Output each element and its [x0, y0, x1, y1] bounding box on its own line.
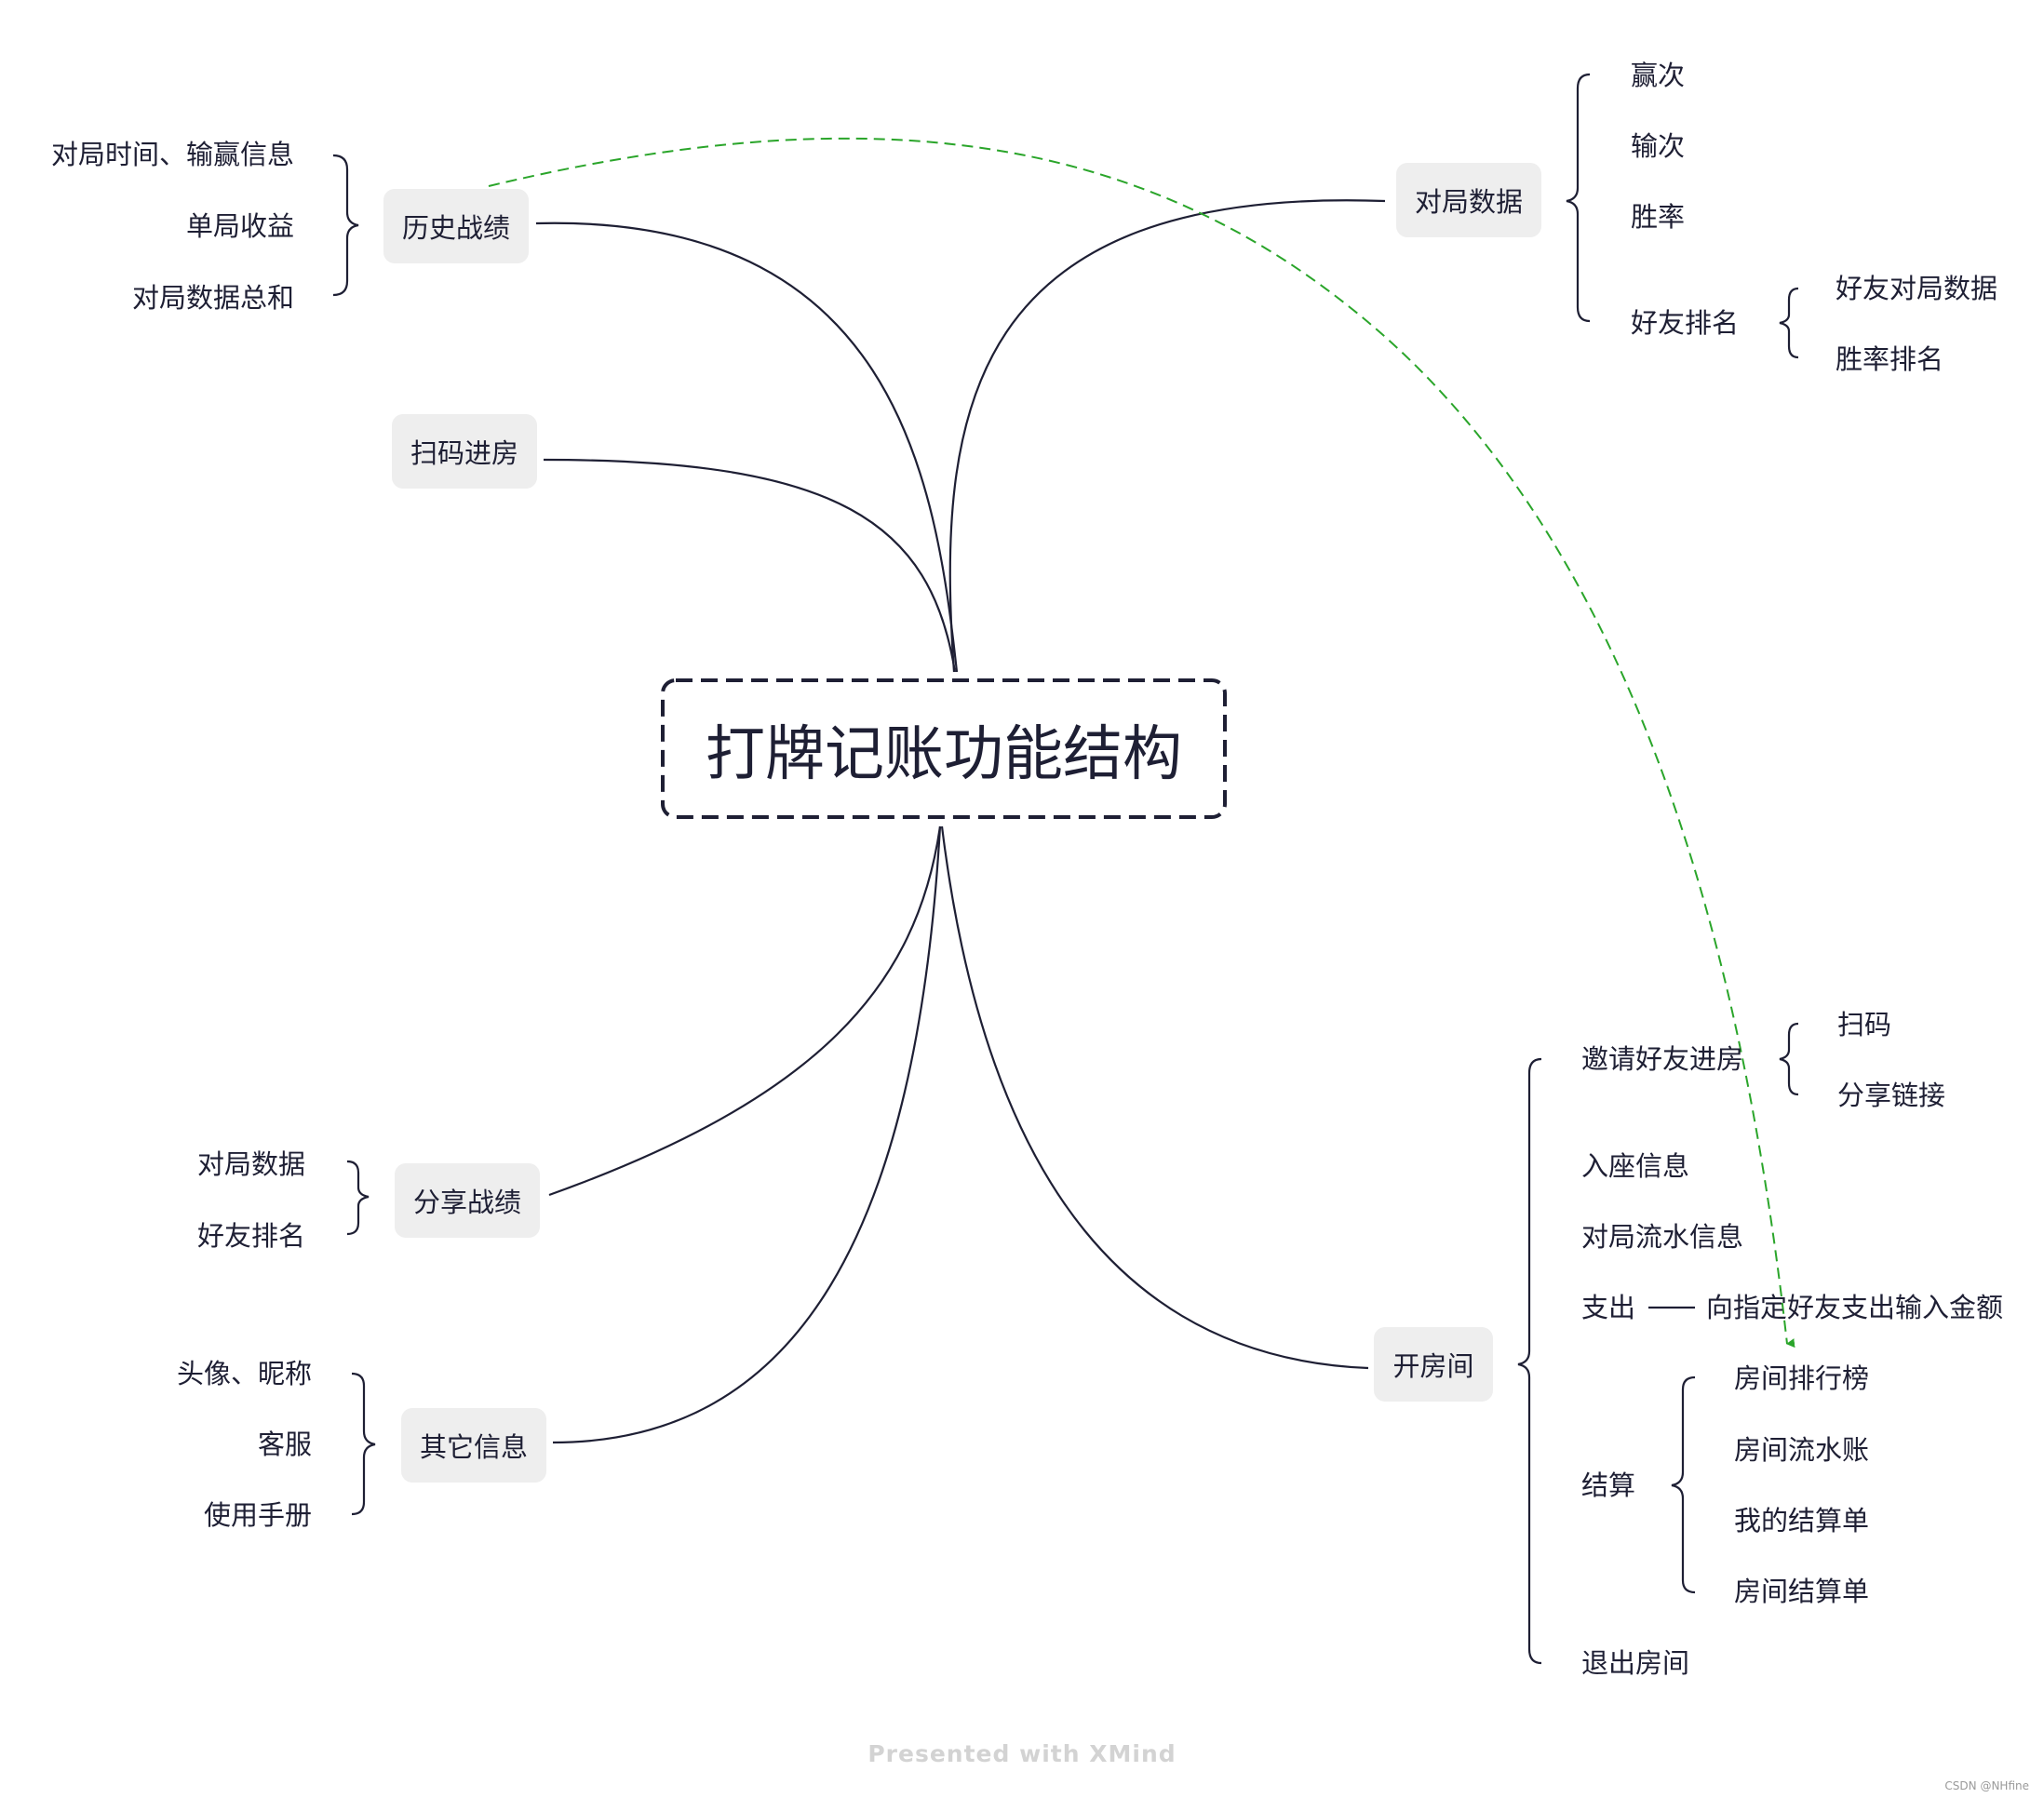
leaf-match-flow[interactable]: 对局流水信息	[1581, 1221, 1744, 1253]
leaf-other-1[interactable]: 头像、昵称	[176, 1358, 312, 1389]
central-topic[interactable]: 打牌记账功能结构	[706, 719, 1182, 789]
connector-open-room	[940, 825, 1369, 1370]
bracket-friend-rank	[1779, 287, 1799, 359]
connector-other	[552, 825, 942, 1444]
leaf-invite-share-link[interactable]: 分享链接	[1837, 1080, 1946, 1111]
leaf-settle[interactable]: 结算	[1581, 1469, 1636, 1501]
connector-history	[535, 221, 959, 673]
leaf-settle-mine[interactable]: 我的结算单	[1734, 1505, 1870, 1536]
bracket-other	[351, 1372, 376, 1516]
leaf-settle-rank[interactable]: 房间排行榜	[1734, 1362, 1870, 1394]
leaf-share-1[interactable]: 对局数据	[196, 1148, 305, 1180]
topic-scan-room[interactable]: 扫码进房	[392, 414, 537, 489]
leaf-rate-rank[interactable]: 胜率排名	[1836, 343, 1944, 375]
bracket-invite	[1779, 1022, 1799, 1096]
leaf-expense-input[interactable]: 向指定好友支出输入金额	[1706, 1292, 2004, 1323]
leaf-settle-flow[interactable]: 房间流水账	[1734, 1434, 1870, 1466]
leaf-history-1[interactable]: 对局时间、输赢信息	[50, 139, 294, 170]
bracket-open-room	[1517, 1057, 1542, 1665]
leaf-exit-room[interactable]: 退出房间	[1581, 1647, 1690, 1679]
leaf-other-2[interactable]: 客服	[257, 1429, 312, 1460]
leaf-match-friend-rank[interactable]: 好友排名	[1631, 307, 1740, 339]
leaf-match-lose[interactable]: 输次	[1631, 130, 1686, 162]
connector-share	[548, 825, 942, 1197]
relation-arrow	[488, 137, 1795, 1348]
leaf-history-2[interactable]: 单局收益	[185, 210, 294, 242]
central-topic-border	[661, 678, 1227, 819]
leaf-other-3[interactable]: 使用手册	[203, 1499, 312, 1531]
leaf-seat-info[interactable]: 入座信息	[1581, 1150, 1690, 1182]
bracket-history	[332, 154, 359, 297]
leaf-share-2[interactable]: 好友排名	[196, 1220, 305, 1252]
leaf-settle-room[interactable]: 房间结算单	[1734, 1576, 1870, 1607]
connector-match-data	[948, 199, 1386, 673]
topic-match-data[interactable]: 对局数据	[1396, 163, 1541, 237]
leaf-history-3[interactable]: 对局数据总和	[131, 282, 294, 314]
topic-share[interactable]: 分享战绩	[395, 1163, 540, 1238]
bracket-settle	[1671, 1375, 1696, 1594]
leaf-invite-friends[interactable]: 邀请好友进房	[1581, 1043, 1744, 1075]
watermark: CSDN @NHfine	[1944, 1779, 2029, 1792]
leaf-match-rate[interactable]: 胜率	[1631, 201, 1686, 233]
leaf-expense[interactable]: 支出	[1581, 1292, 1636, 1323]
leaf-friend-match-data[interactable]: 好友对局数据	[1836, 273, 1998, 304]
leaf-match-win[interactable]: 赢次	[1631, 60, 1686, 91]
bracket-match-data	[1566, 73, 1591, 323]
bracket-share	[346, 1160, 370, 1236]
footer-presented-with: Presented with XMind	[867, 1740, 1177, 1767]
leaf-invite-scan[interactable]: 扫码	[1837, 1009, 1892, 1040]
connector-scan	[543, 458, 957, 673]
topic-history[interactable]: 历史战绩	[383, 189, 529, 263]
topic-other-info[interactable]: 其它信息	[401, 1408, 546, 1483]
topic-open-room[interactable]: 开房间	[1374, 1327, 1493, 1402]
